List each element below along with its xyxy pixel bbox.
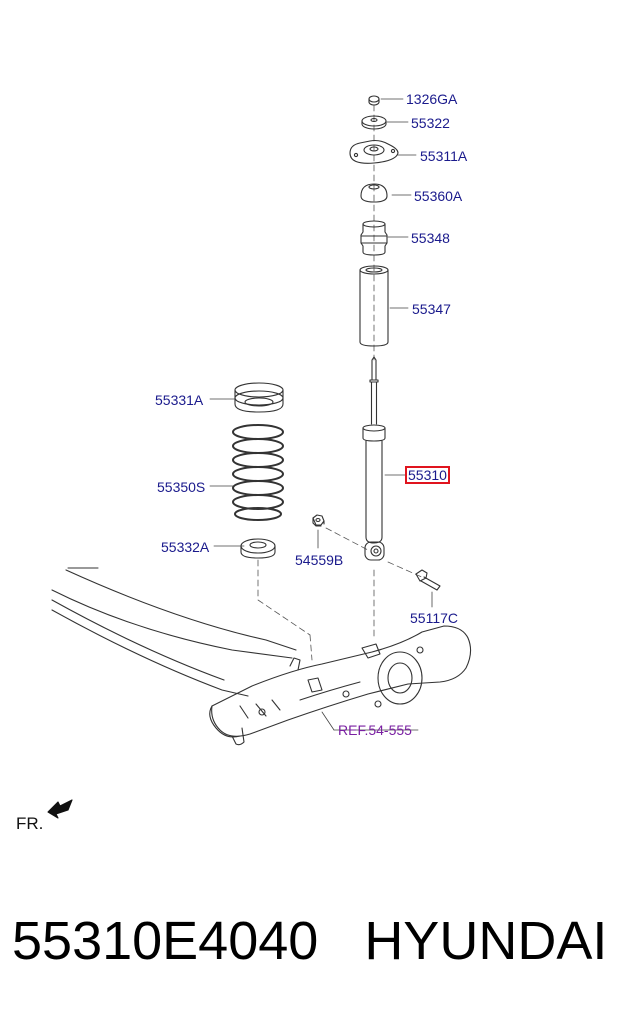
callout-55347[interactable]: 55347 bbox=[412, 301, 451, 317]
callout-1326ga[interactable]: 1326GA bbox=[406, 91, 458, 107]
cap-55360a bbox=[360, 183, 388, 203]
callout-55331a[interactable]: 55331A bbox=[155, 392, 204, 408]
dust-boot-55347 bbox=[359, 265, 389, 347]
callout-55310-highlighted[interactable]: 55310 bbox=[405, 466, 450, 484]
bump-stop-55348 bbox=[360, 220, 388, 256]
assembly-axis-lines bbox=[257, 104, 425, 661]
lower-spring-pad-55332a bbox=[240, 538, 276, 559]
upper-spring-pad-55331a bbox=[234, 382, 284, 413]
callout-55332a[interactable]: 55332A bbox=[161, 539, 210, 555]
footer-caption: 55310E4040 HYUNDAI bbox=[12, 906, 612, 976]
leader-lines bbox=[209, 98, 433, 731]
shock-absorber-55310 bbox=[362, 356, 386, 561]
nut-1326ga bbox=[368, 95, 380, 106]
front-direction-label: FR. bbox=[16, 814, 44, 833]
callout-55350s[interactable]: 55350S bbox=[157, 479, 206, 495]
callout-55117c[interactable]: 55117C bbox=[410, 610, 459, 626]
callout-54559b[interactable]: 54559B bbox=[295, 552, 344, 568]
front-direction-arrow-icon bbox=[47, 799, 73, 819]
washer-55322 bbox=[361, 115, 387, 130]
rear-axle-beam bbox=[51, 567, 472, 746]
exploded-parts-diagram bbox=[47, 95, 472, 819]
callout-ref-54-555[interactable]: REF.54-555 bbox=[338, 722, 412, 738]
flange-nut-54559b bbox=[312, 514, 325, 527]
mount-55311a bbox=[349, 139, 399, 164]
callout-55311a[interactable]: 55311A bbox=[420, 148, 468, 164]
callout-55322[interactable]: 55322 bbox=[411, 115, 450, 131]
part-number: 55310E4040 bbox=[12, 911, 319, 971]
callout-55360a[interactable]: 55360A bbox=[414, 188, 463, 204]
bolt-55117c bbox=[415, 569, 441, 591]
coil-spring-55350s bbox=[232, 424, 284, 521]
callout-55348[interactable]: 55348 bbox=[411, 230, 450, 246]
brand-name: HYUNDAI bbox=[364, 911, 608, 971]
